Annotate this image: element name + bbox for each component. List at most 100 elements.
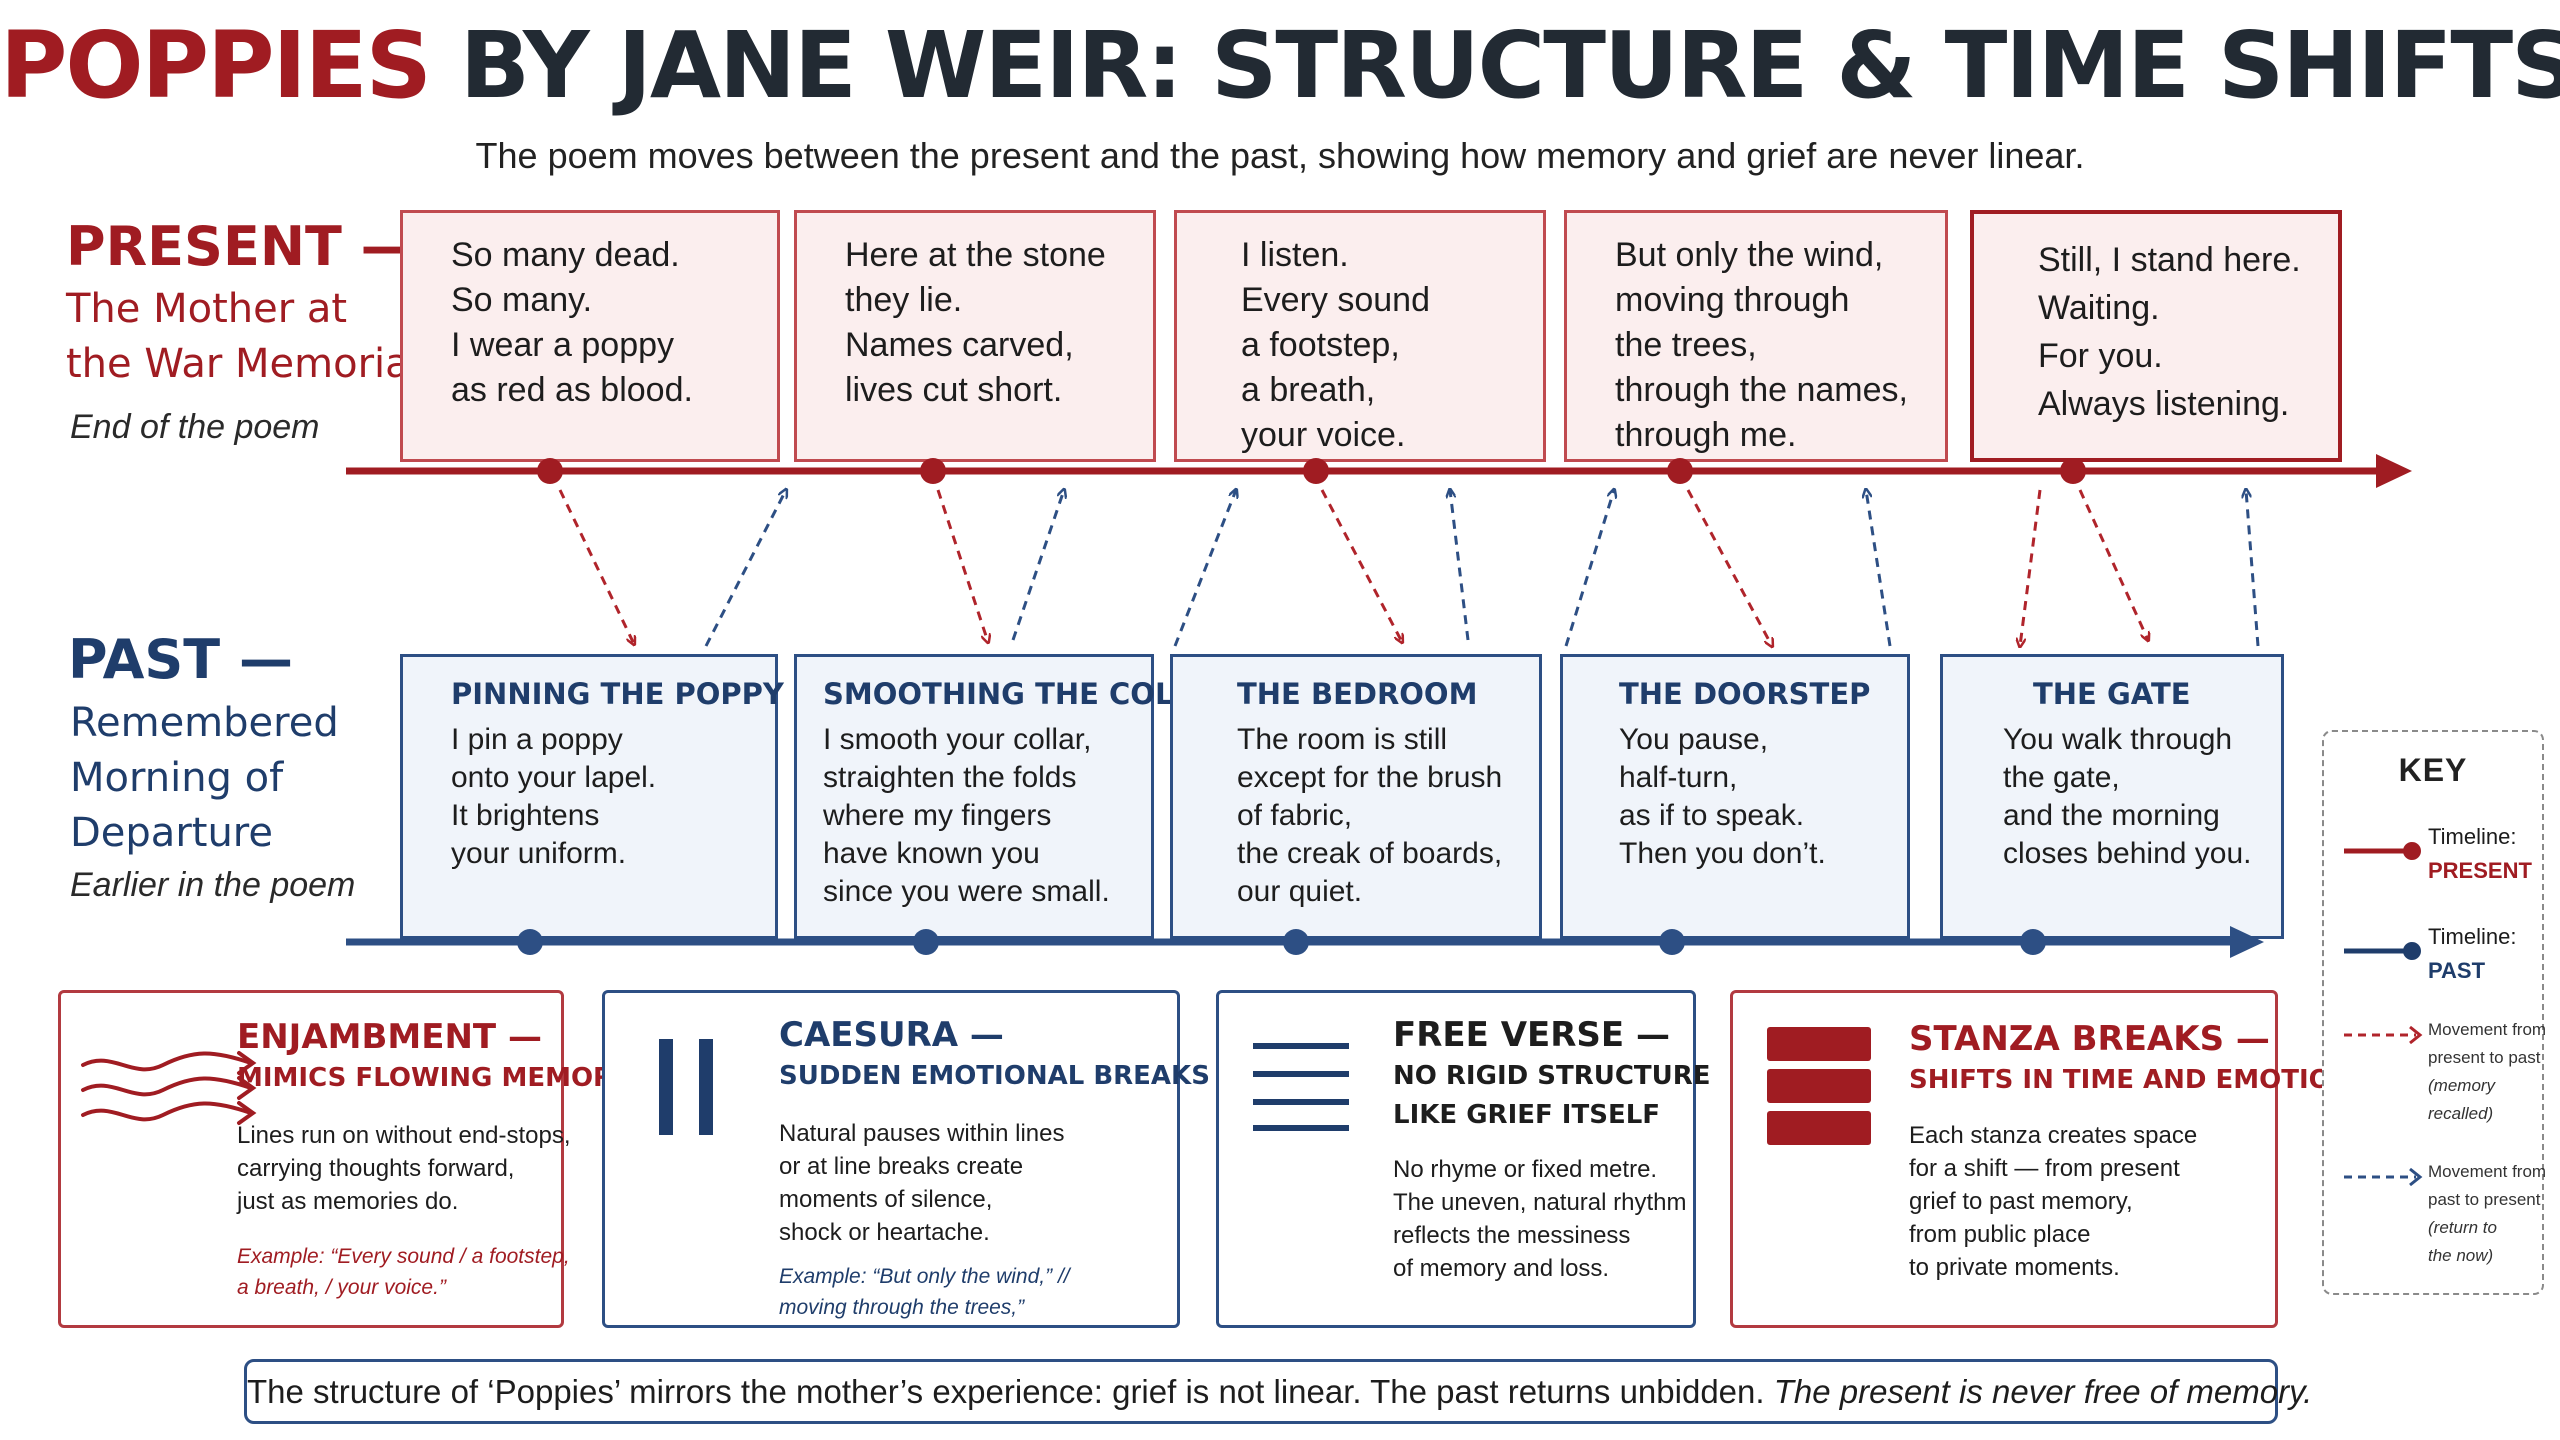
device-body-line: Lines run on without end-stops,: [237, 1122, 571, 1149]
device-body-line: of memory and loss.: [1393, 1255, 1610, 1282]
footer-italic-text: The present is never free of memory.: [1773, 1373, 2313, 1410]
present-line: So many dead.: [451, 236, 680, 274]
device-card-stanza-breaks: STANZA BREAKS — SHIFTS IN TIME AND EMOTI…: [1730, 990, 2353, 1328]
device-example-line: a breath, / your voice.”: [237, 1276, 446, 1299]
key-return-line: Movement from: [2428, 1162, 2547, 1181]
device-body-line: The uneven, natural rhythm: [1393, 1189, 1687, 1216]
device-example-line: Example: “Every sound / a footstep,: [237, 1245, 570, 1268]
present-line: I listen.: [1241, 236, 1349, 274]
past-line: It brightens: [451, 799, 600, 832]
present-line: as red as blood.: [451, 371, 693, 409]
present-line: lives cut short.: [845, 371, 1063, 409]
key-memory-note: (memory: [2428, 1076, 2496, 1095]
key-memory-note: recalled): [2428, 1104, 2494, 1123]
key-memory-entry: Movement from present to past (memory re…: [2428, 1016, 2546, 1128]
device-subtitle: MIMICS FLOWING MEMORY: [237, 1063, 631, 1093]
present-line: Every sound: [1241, 281, 1430, 319]
legend-key: KEY Timeline: PRESENT Timeline: PAST Mov…: [2322, 730, 2547, 1295]
device-card-enjambment: ENJAMBMENT — MIMICS FLOWING MEMORY Lines…: [58, 990, 630, 1328]
device-body-line: Each stanza creates space: [1909, 1122, 2198, 1149]
device-card-free-verse: FREE VERSE — NO RIGID STRUCTURE LIKE GRI…: [1216, 990, 1711, 1328]
device-body: Natural pauses within lines or at line b…: [779, 1117, 1064, 1249]
device-body: No rhyme or fixed metre. The uneven, nat…: [1393, 1153, 1687, 1285]
past-line: straighten the folds: [823, 761, 1077, 794]
key-memory-line: Movement from: [2428, 1020, 2547, 1039]
key-past-swatch: [2344, 942, 2421, 960]
present-line: Always listening.: [2038, 385, 2290, 423]
page-title: POPPIES BY JANE WEIR: STRUCTURE & TIME S…: [0, 12, 2560, 119]
present-line: a breath,: [1241, 371, 1376, 409]
key-return-line: past to present: [2428, 1190, 2541, 1209]
past-box-heading: PINNING THE POPPY: [451, 677, 784, 711]
device-subtitle-line: LIKE GRIEF ITSELF: [1393, 1100, 1661, 1130]
past-line: have known you: [823, 837, 1040, 870]
past-line: of fabric,: [1237, 799, 1353, 832]
past-timeline-dot: [1283, 929, 1309, 955]
device-example: Example: “But only the wind,” // moving …: [779, 1261, 1070, 1323]
present-timeline-dot: [920, 458, 946, 484]
key-return-note: the now): [2428, 1246, 2494, 1265]
past-box: PINNING THE POPPY I pin a poppy onto you…: [400, 654, 784, 939]
present-line: the trees,: [1615, 326, 1757, 364]
past-timeline-dot: [1659, 929, 1685, 955]
present-box: I listen. Every sound a footstep, a brea…: [1174, 210, 1546, 462]
device-subtitle: SUDDEN EMOTIONAL BREAKS: [779, 1061, 1210, 1091]
device-body-line: from public place: [1909, 1221, 2091, 1248]
past-subtitle-line: Departure: [70, 810, 273, 856]
past-line: I smooth your collar,: [823, 723, 1092, 756]
device-body-line: or at line breaks create: [779, 1153, 1024, 1180]
present-timeline-arrowhead: [2376, 454, 2412, 488]
present-line: For you.: [2038, 337, 2163, 375]
past-to-present-arrows: [704, 490, 2260, 647]
key-title: KEY: [2398, 752, 2468, 788]
device-subtitle: NO RIGID STRUCTURE LIKE GRIEF ITSELF: [1393, 1057, 1711, 1135]
return-arrow: [1564, 490, 1614, 647]
page-subtitle: The poem moves between the present and t…: [475, 135, 2085, 176]
past-box: SMOOTHING THE COLLAR I smooth your colla…: [794, 654, 1237, 939]
present-line: they lie.: [845, 281, 963, 319]
past-label: PAST —: [68, 628, 293, 691]
present-subtitle: The Mother at the War Memorial: [66, 282, 421, 392]
past-box-heading: THE BEDROOM: [1237, 677, 1478, 711]
present-line: Here at the stone: [845, 236, 1106, 274]
past-timeline: [346, 926, 2264, 958]
memory-arrow: [1686, 489, 1772, 646]
device-body-line: reflects the messiness: [1393, 1222, 1631, 1249]
past-line: You walk through: [2003, 723, 2233, 756]
present-line: a footstep,: [1241, 326, 1400, 364]
device-body-line: to private moments.: [1909, 1254, 2120, 1281]
present-box: But only the wind, moving through the tr…: [1564, 210, 1948, 462]
present-line: But only the wind,: [1615, 236, 1884, 274]
key-return-note: (return to: [2428, 1218, 2497, 1237]
text-lines-icon: [1253, 1043, 1349, 1131]
present-line: So many.: [451, 281, 593, 319]
device-body-line: carrying thoughts forward,: [237, 1155, 515, 1182]
memory-arrow: [558, 489, 634, 644]
past-box: THE GATE You walk through the gate, and …: [1940, 654, 2284, 939]
past-line: Then you don’t.: [1619, 837, 1826, 870]
past-subtitle-line: Remembered: [70, 700, 339, 746]
present-line: I wear a poppy: [451, 326, 675, 364]
past-subtitle-line: Morning of: [70, 755, 284, 801]
memory-arrow: [2078, 489, 2148, 640]
device-subtitle: SHIFTS IN TIME AND EMOTION: [1909, 1065, 2353, 1095]
past-subtitle: Remembered Morning of Departure: [70, 696, 339, 861]
past-line: where my fingers: [823, 799, 1052, 832]
device-title: FREE VERSE —: [1393, 1015, 1670, 1055]
return-arrow: [1450, 490, 1470, 641]
past-timeline-dot: [517, 929, 543, 955]
stanza-blocks-icon: [1767, 1027, 1871, 1145]
past-line: except for the brush: [1237, 761, 1503, 794]
device-card-caesura: CAESURA — SUDDEN EMOTIONAL BREAKS Natura…: [602, 990, 1210, 1328]
present-line: moving through: [1615, 281, 1850, 319]
footer-text: The structure of ‘Poppies’ mirrors the m…: [247, 1373, 1774, 1410]
present-subtitle-line: the War Memorial: [66, 341, 421, 387]
key-past-label: Timeline:: [2428, 924, 2517, 949]
present-line: through the names,: [1615, 371, 1908, 409]
past-note: Earlier in the poem: [70, 866, 356, 904]
flowing-arrows-icon: [81, 1051, 257, 1125]
device-example: Example: “Every sound / a footstep, a br…: [237, 1241, 570, 1303]
device-title: STANZA BREAKS —: [1909, 1019, 2270, 1059]
past-box: THE DOORSTEP You pause, half-turn, as if…: [1560, 654, 1910, 939]
